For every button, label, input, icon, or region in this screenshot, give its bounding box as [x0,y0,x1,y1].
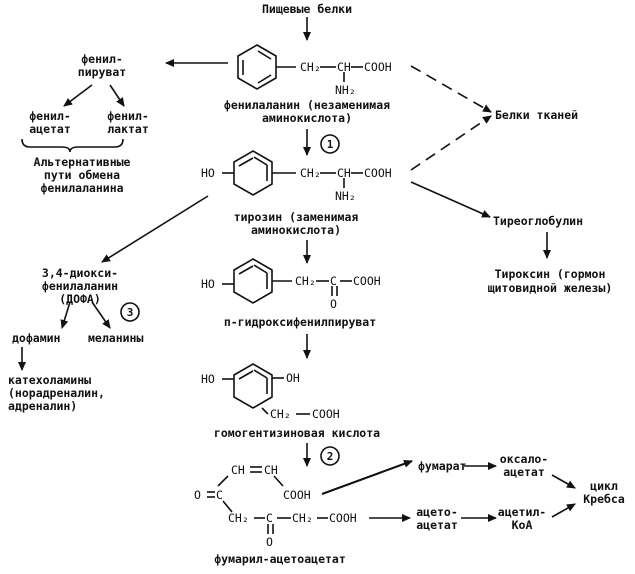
thyroxine-line2: щитовидной железы) [488,281,613,295]
dopamine-label: дофамин [12,331,61,345]
arrow-oxaloacetate-to-krebs [551,474,576,489]
alt-path-line2: пути обмена [44,168,120,182]
homogentisate-ho: HO [201,372,215,386]
oxaloacetate-line1: оксало- [500,452,548,466]
alt-path-line3: фенилаланина [40,181,123,195]
arrow-to-fumarate [321,459,413,495]
arrow-tyr-to-tissue-proteins [410,115,492,171]
tyr-ch: CH [337,166,351,180]
fa-ch2-right: CH₂ [292,511,313,525]
krebs-line2: Кребса [583,492,625,506]
fa-cooh-top: COOH [283,488,311,502]
acetylcoa-line1: ацетил- [498,505,546,519]
marker-2: 2 [327,450,334,463]
hpp-o: O [330,297,337,311]
catecholamines-line1: катехоламины [8,373,91,387]
arrow-acetylcoa-to-krebs [551,503,576,518]
phenyllactate-line2: лактат [107,122,149,136]
homogentisate-ch2: CH₂ [270,407,291,421]
krebs-line1: цикл [590,479,618,493]
hpp-ch2: CH₂ [295,274,316,288]
fa-o-bottom: O [266,535,273,549]
thyroglobulin-label: Тиреоглобулин [493,214,583,228]
catecholamines-line2: (норадреналин, [8,386,105,400]
phenylpyruvate-line1: фенил- [81,52,123,66]
hpp-c: C [330,274,337,288]
hpp-ho: HO [201,277,215,291]
phenylacetate-line2: ацетат [29,122,71,136]
homogentisate-ring [233,363,273,409]
homogentisate-label: гомогентизиновая кислота [214,426,380,440]
fumarylacetoacetate-label: фумарил-ацетоацетат [214,552,346,566]
melanins-label: меланины [88,331,143,345]
tissue-proteins-label: Белки тканей [495,108,578,122]
fa-c-mid: C [266,511,273,525]
phenylalanine-label-line2: аминокислота) [262,111,352,125]
phe-ch2: CH₂ [300,60,321,74]
oxaloacetate-line2: ацетат [503,465,545,479]
tyr-ho: HO [201,166,215,180]
phenylalanine-label-line1: фенилаланин (незаменимая [224,98,390,112]
catecholamines-line3: адреналин) [8,399,77,413]
arrow-to-thyroglobulin [410,181,491,218]
alt-path-line1: Альтернативные [34,155,131,169]
fa-ch-left: CH [231,463,245,477]
acetylcoa-line2: КоА [512,518,533,532]
fa-ch2-left: CH₂ [228,511,249,525]
phenyllactate-line1: фенил- [107,109,149,123]
tyrosine-label-line1: тирозин (заменимая [234,210,359,224]
homogentisate-oh: OH [286,371,300,385]
tyr-nh2: NH₂ [335,189,356,203]
fa-o: O [194,488,201,502]
acetoacetate-line2: ацетат [416,518,458,532]
dopa-line2: фенилаланин [42,279,118,293]
dopa-line3: (ДОФА) [59,292,101,306]
tyr-ch2: CH₂ [300,166,321,180]
alternative-paths-brace [21,138,124,153]
tyrosine-label-line2: аминокислота) [251,223,341,237]
fa-c: C [216,488,223,502]
homogentisate-cooh: COOH [312,407,340,421]
phe-cooh: COOH [364,60,392,74]
tyr-cooh: COOH [364,166,392,180]
fa-cooh-right: COOH [329,511,357,525]
fumarate-label: фумарат [418,459,467,473]
tyrosine-ring [233,150,273,196]
fa-ch-right: CH [264,463,278,477]
marker-3: 3 [127,306,134,319]
thyroxine-line1: Тироксин (гормон [495,267,606,281]
phenylpyruvate-line2: пируват [78,65,127,79]
phenylacetate-line1: фенил- [29,109,71,123]
arrow-to-dopa [101,195,209,263]
hpp-label: п-гидроксифенилпируват [224,315,376,329]
phe-nh2: NH₂ [335,83,356,97]
hpp-ring [233,258,273,304]
hpp-cooh: COOH [353,274,381,288]
food-proteins-label: Пищевые белки [262,2,352,16]
marker-1: 1 [327,138,334,151]
phe-ch: CH [337,60,351,74]
dopa-line1: 3,4-диокси- [42,266,118,280]
arrow-phe-to-tissue-proteins [410,65,492,113]
phenylalanine-ring [237,44,277,90]
acetoacetate-line1: ацето- [416,505,458,519]
